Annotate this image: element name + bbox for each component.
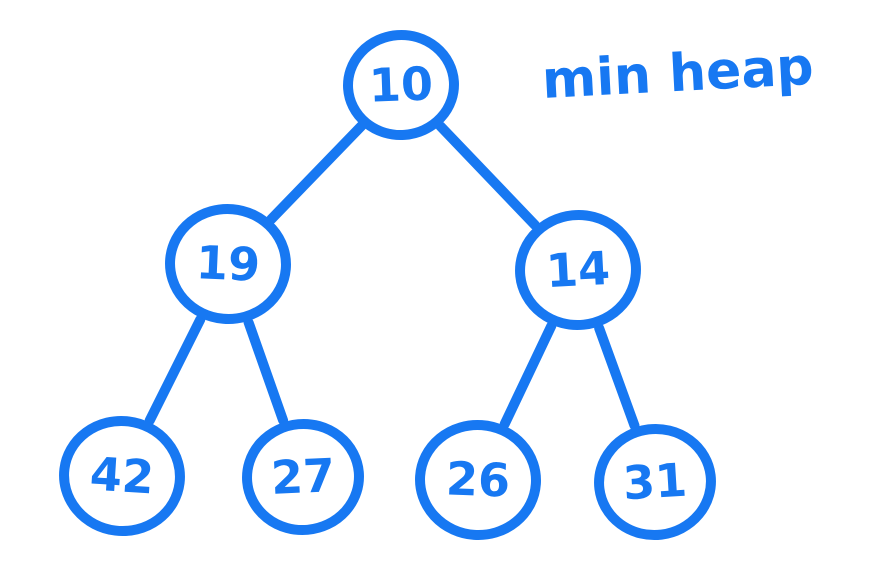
tree-node-42: 42	[59, 415, 185, 537]
node-circle	[165, 203, 291, 325]
diagram-title: min heap	[541, 37, 816, 111]
node-value: 10	[368, 56, 434, 112]
tree-node-26: 26	[415, 419, 541, 541]
node-circle	[594, 423, 716, 541]
node-circle	[242, 418, 364, 536]
node-circle	[515, 209, 641, 331]
tree-node-31: 31	[594, 423, 716, 541]
node-value: 27	[270, 448, 336, 505]
tree-edge-r-rr	[594, 323, 640, 431]
tree-edges	[144, 121, 640, 431]
tree-edge-l-lr	[243, 317, 289, 426]
node-circle	[415, 419, 541, 541]
tree-nodes: 10 19 14 42 27 26 31	[59, 29, 716, 541]
tree-edge-r-rl	[499, 321, 557, 429]
tree-node-10: 10	[343, 29, 459, 141]
node-value: 26	[445, 451, 511, 507]
tree-edge-root-l	[266, 121, 367, 225]
node-circle	[59, 415, 185, 537]
tree-edge-root-r	[435, 121, 541, 231]
tree-node-14: 14	[515, 209, 641, 331]
tree-edge-l-ll	[144, 314, 206, 426]
node-value: 42	[88, 447, 155, 505]
node-circle	[343, 29, 459, 141]
tree-node-27: 27	[242, 418, 364, 536]
node-value: 14	[545, 241, 612, 298]
tree-node-19: 19	[165, 203, 291, 325]
node-value: 31	[621, 453, 688, 511]
node-value: 19	[195, 235, 261, 292]
